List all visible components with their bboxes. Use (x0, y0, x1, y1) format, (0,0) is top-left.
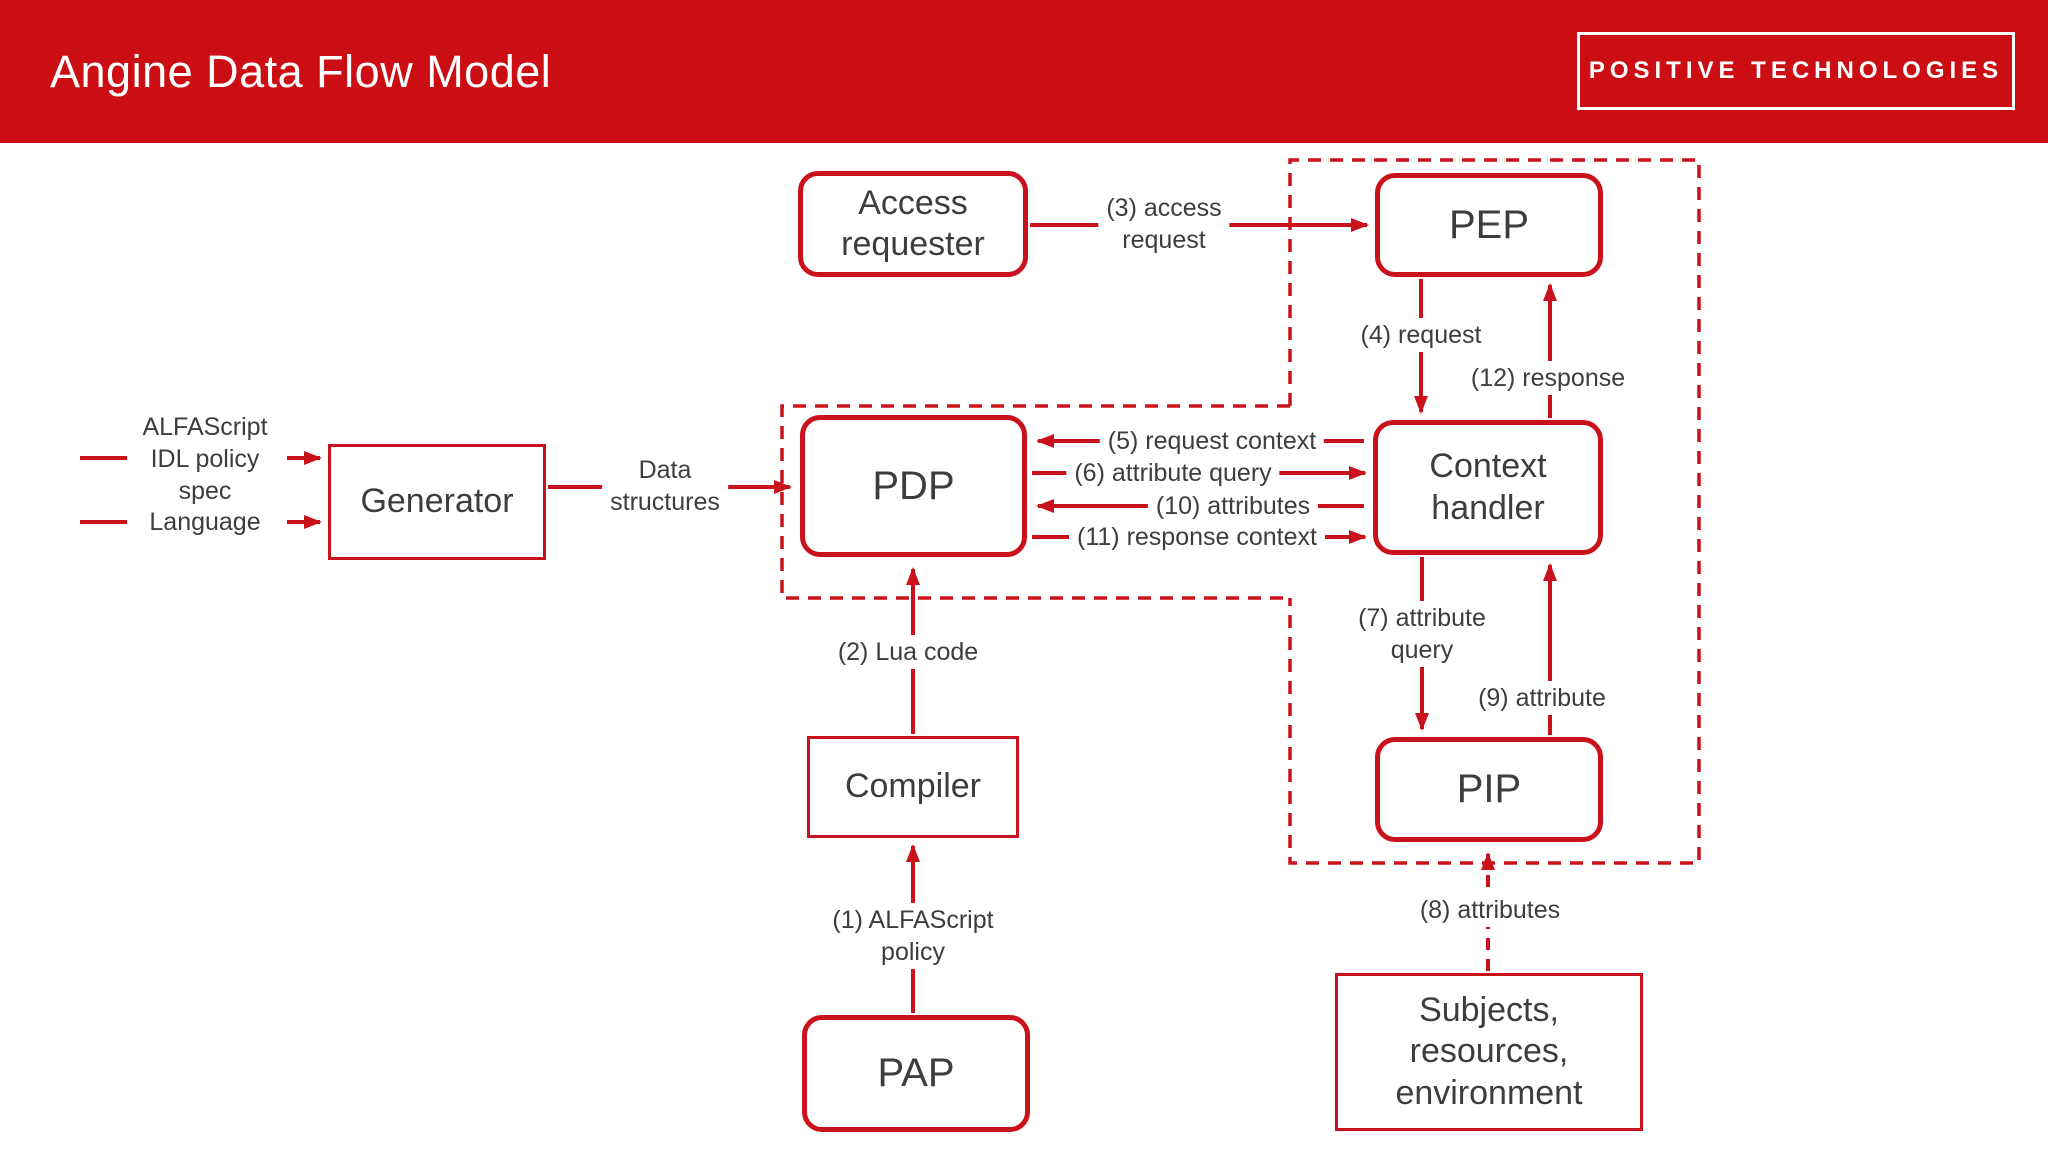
node-access-requester: Access requester (798, 171, 1028, 277)
node-generator: Generator (328, 444, 546, 560)
edge-label-attribute-9: (9) attribute (1470, 681, 1614, 715)
node-subjects-resources-environment: Subjects, resources, environment (1335, 973, 1643, 1131)
edge-label-response: (12) response (1462, 361, 1634, 395)
node-context-handler: Context handler (1373, 420, 1603, 555)
edge-label-access-request: (3) access request (1098, 191, 1230, 257)
dashed-boundary-pdp (780, 404, 1290, 600)
edge-label-attribute-query: (6) attribute query (1066, 456, 1280, 490)
edge-label-response-context: (11) response context (1069, 520, 1325, 554)
positive-technologies-logo: POSITIVE TECHNOLOGIES (1577, 32, 2015, 110)
logo-text: POSITIVE TECHNOLOGIES (1588, 57, 2004, 84)
page-title: Angine Data Flow Model (50, 45, 552, 97)
node-pip: PIP (1375, 737, 1603, 842)
edge-label-request: (4) request (1352, 318, 1490, 352)
input-label-alfascript-idl: ALFAScript IDL policy spec (142, 413, 268, 505)
input-label-language: Language (149, 508, 261, 536)
edge-label-attributes-8: (8) attributes (1411, 893, 1569, 927)
header-banner: Angine Data Flow Model POSITIVE TECHNOLO… (0, 0, 2048, 143)
node-pdp: PDP (800, 415, 1027, 557)
node-pap: PAP (802, 1015, 1030, 1132)
edge-label-request-context: (5) request context (1099, 424, 1325, 458)
node-compiler: Compiler (807, 736, 1019, 838)
edge-label-attributes-10: (10) attributes (1147, 489, 1319, 523)
dashed-boundary-main (1288, 158, 1701, 865)
edge-label-lua-code: (2) Lua code (829, 635, 987, 669)
edge-label-data-structures: Data structures (602, 453, 728, 519)
edge-label-attribute-query-7: (7) attribute query (1350, 601, 1494, 667)
edge-label-alfascript-policy: (1) ALFAScript policy (824, 903, 1002, 969)
node-pep: PEP (1375, 173, 1603, 277)
